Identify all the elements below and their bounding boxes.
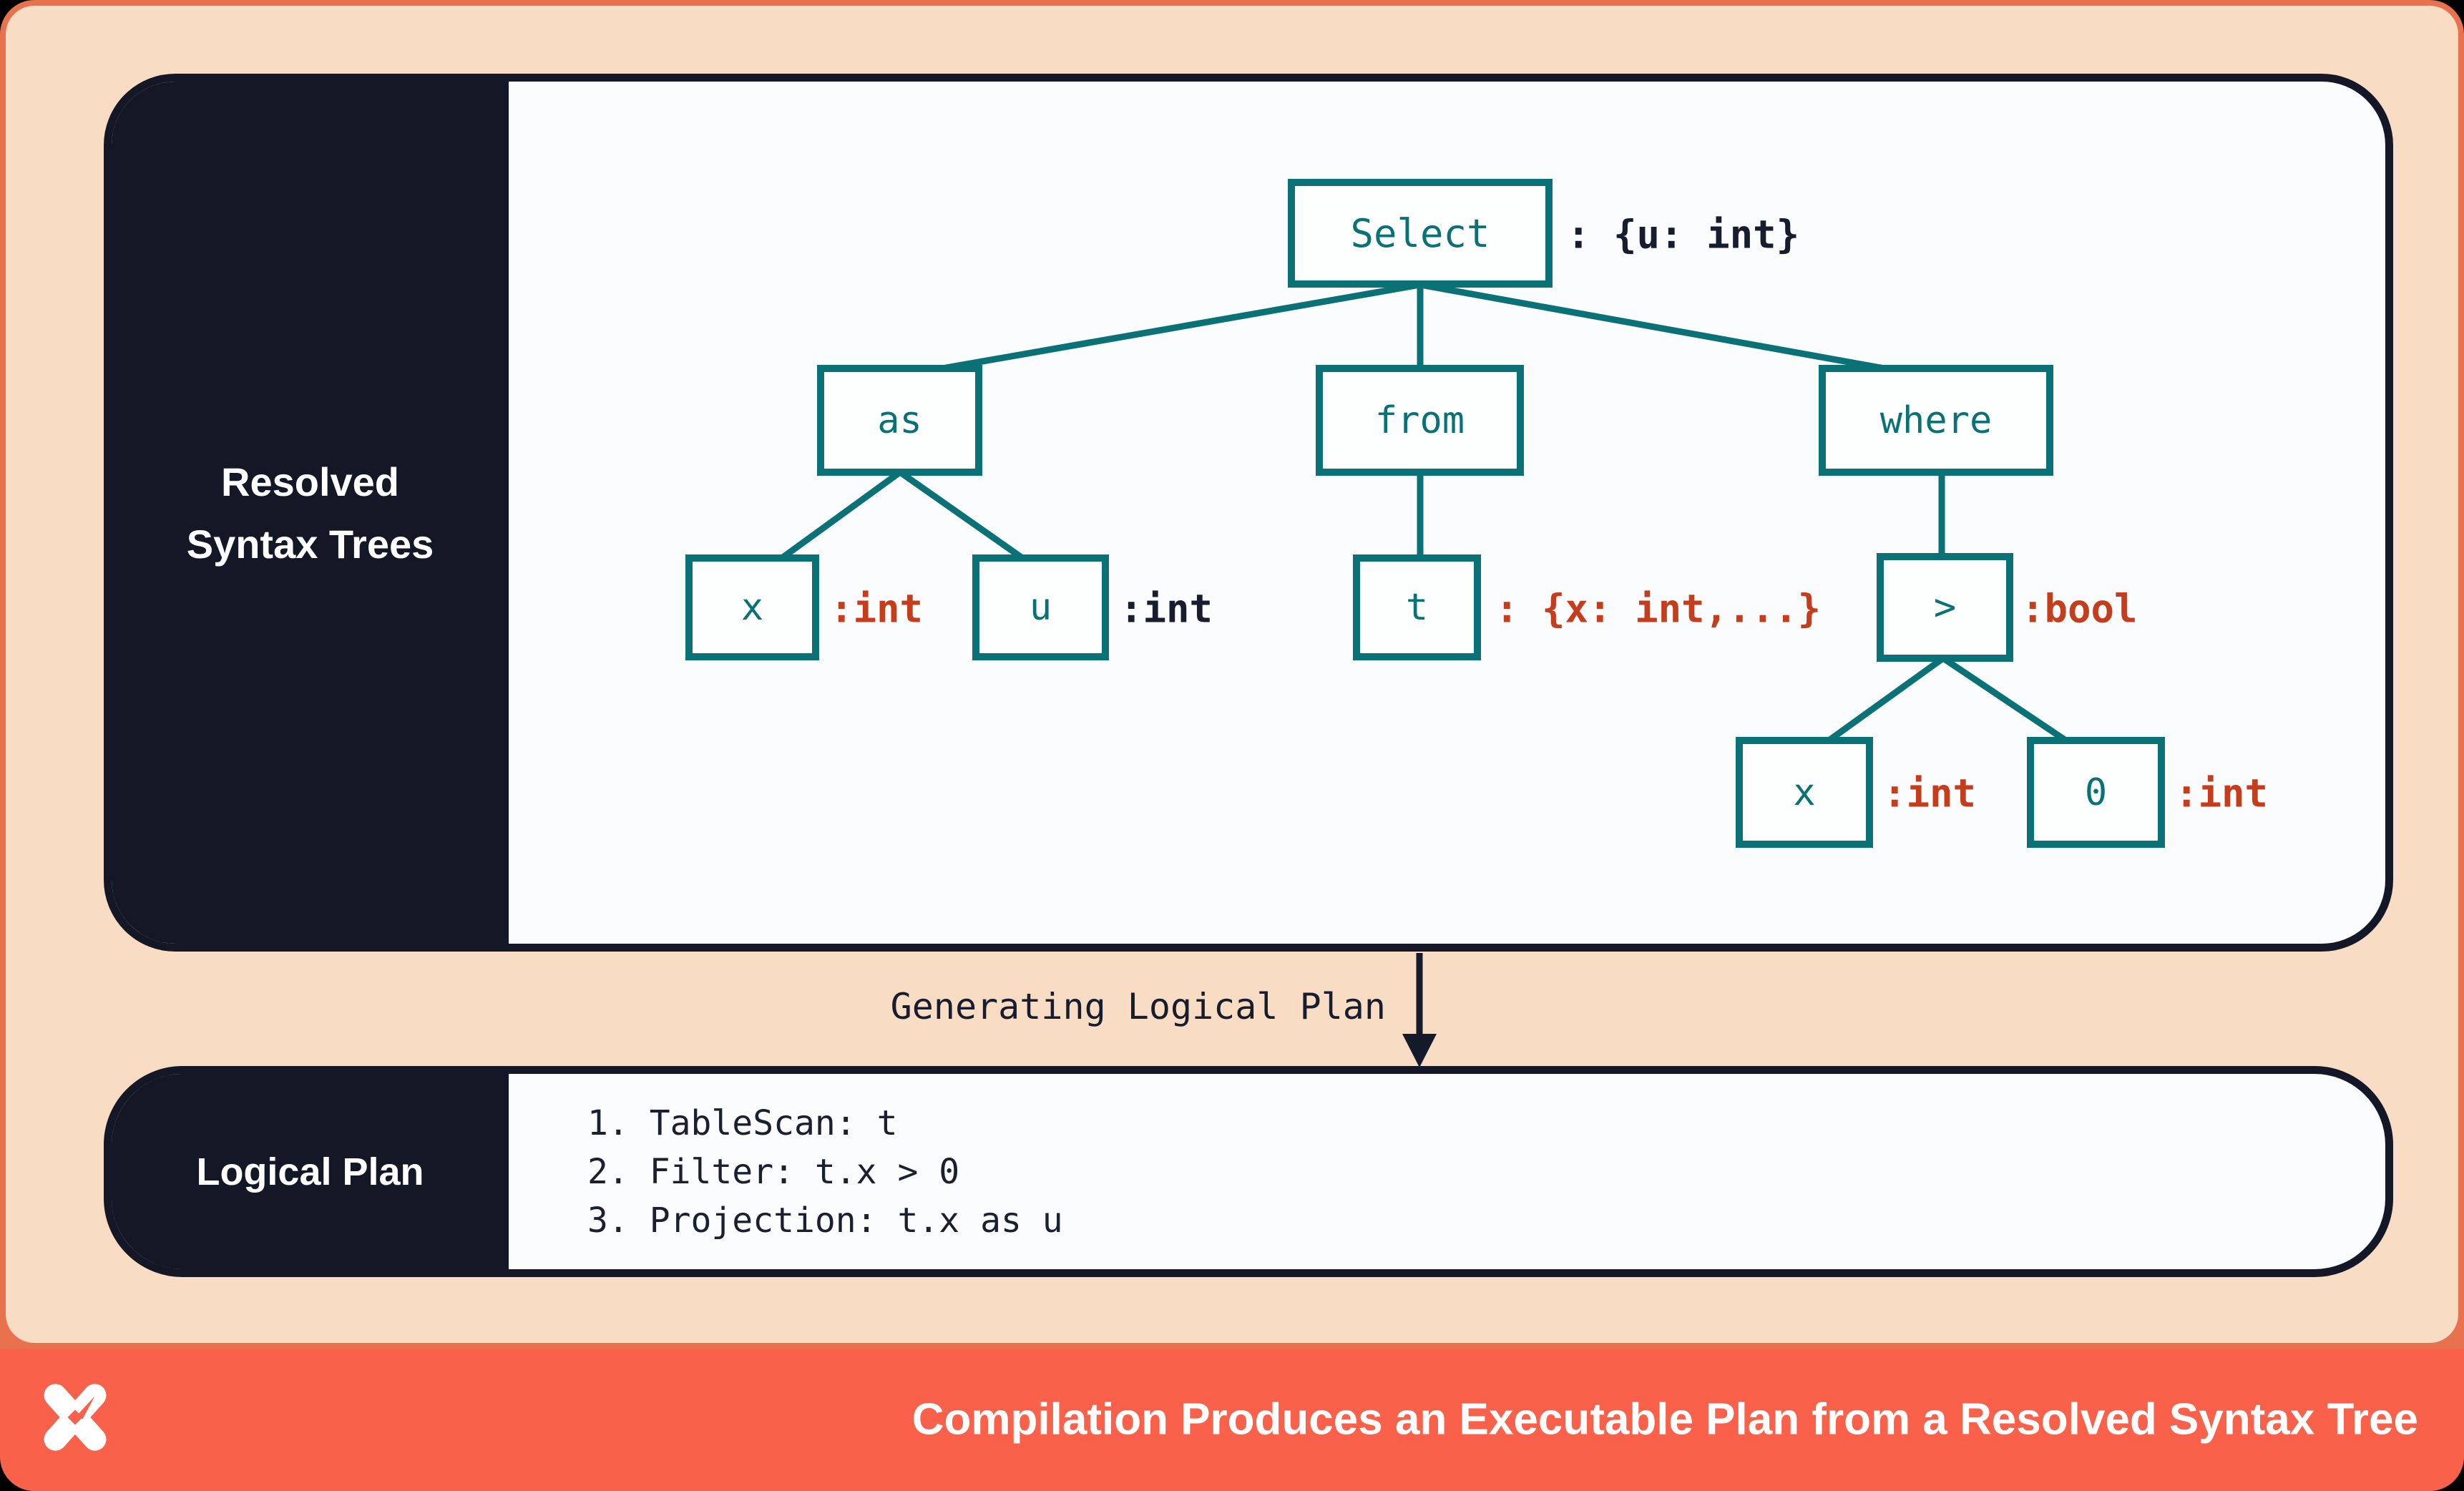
tree-node-label: 0 [2084,771,2108,814]
tree-node-zero: 0 [2027,737,2165,848]
sidebar-title-line: Resolved [221,459,399,504]
type-annotation-select: : {u: int} [1567,212,1800,258]
tree-node-where: where [1819,365,2053,476]
tree-node-u-alias: u [972,554,1109,660]
tree-node-from: from [1316,365,1524,476]
logical-plan-sidebar: Logical Plan [112,1074,509,1269]
tree-node-t-table: t [1353,554,1481,660]
type-annotation-greater-than: :bool [2021,586,2138,632]
resolved-syntax-trees-panel: Resolved Syntax Trees [104,74,2393,952]
tree-node-label: x [740,586,764,629]
sidebar-title-line: Syntax Trees [186,521,434,567]
tree-node-label: x [1793,771,1816,814]
type-annotation-zero: :int [2175,771,2269,816]
type-annotation-u-alias: :int [1120,586,1213,632]
plan-step: 2. Filter: t.x > 0 [587,1151,960,1192]
logical-plan-panel: Logical Plan 1. TableScan: t 2. Filter: … [104,1066,2393,1277]
plan-step: 1. TableScan: t [587,1103,898,1143]
footer-bar: Compilation Produces an Executable Plan … [0,1349,2464,1491]
tree-node-greater-than: > [1877,553,2013,662]
tree-node-label: from [1374,399,1465,442]
tree-node-label: u [1029,586,1052,629]
transition-label: Generating Logical Plan [890,986,1386,1027]
footer-title: Compilation Produces an Executable Plan … [911,1394,2418,1444]
type-annotation-x-operand: :int [1883,771,1977,816]
type-annotation-t-table: : {x: int,...} [1495,586,1822,632]
tree-node-label: as [877,399,922,442]
tree-node-x-operand: x [1736,737,1873,848]
resolved-syntax-trees-sidebar: Resolved Syntax Trees [112,82,509,944]
tree-node-label: t [1405,586,1429,629]
tree-node-select: Select [1288,179,1553,288]
tree-node-x-alias: x [685,554,819,660]
tree-node-label: where [1879,399,1993,442]
plan-step: 3. Projection: t.x as u [587,1200,1063,1241]
tree-node-label: > [1933,586,1957,629]
sidebar-title: Logical Plan [196,1150,424,1193]
type-annotation-x-alias: :int [830,586,924,632]
tree-node-label: Select [1350,210,1490,256]
logical-plan-steps: 1. TableScan: t 2. Filter: t.x > 0 3. Pr… [509,1074,2385,1269]
tree-node-as: as [817,365,982,476]
x-star-logo-icon [44,1384,107,1451]
